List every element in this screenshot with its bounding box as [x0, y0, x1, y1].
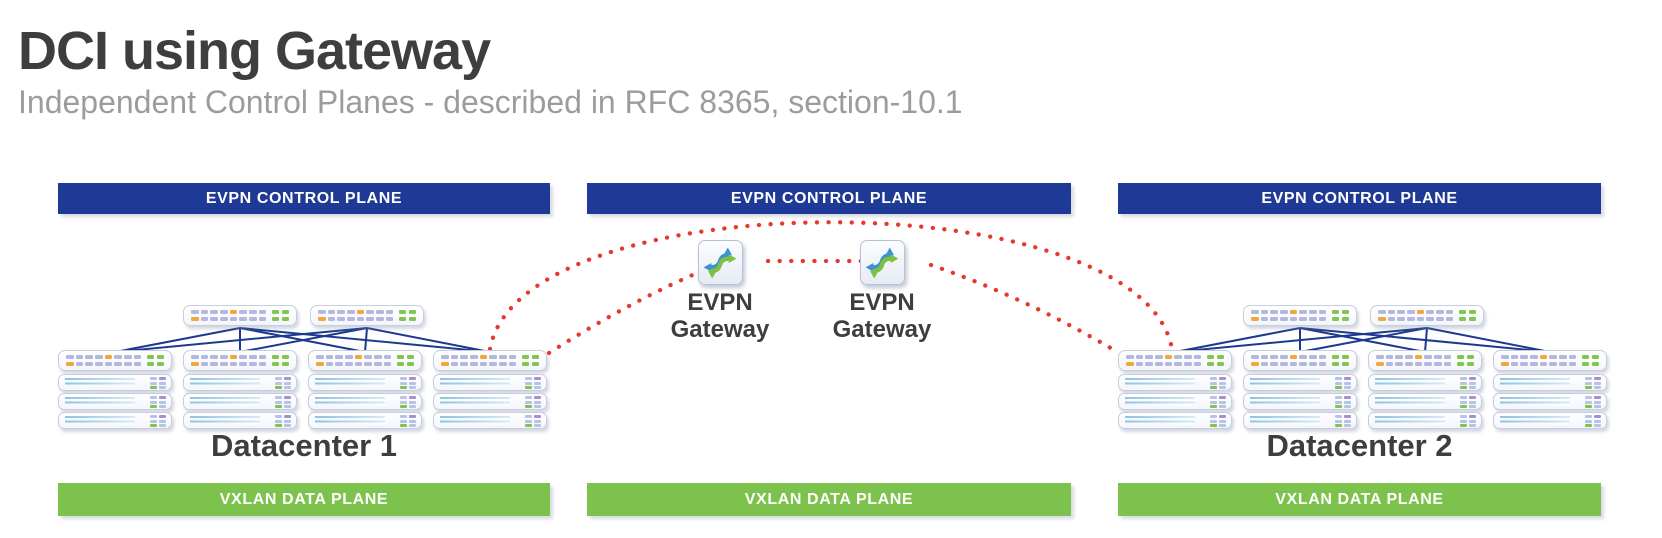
- data-plane-banner: VXLAN DATA PLANE: [1118, 483, 1601, 516]
- section-interconnect: EVPN CONTROL PLANE EVPN: [587, 0, 1071, 538]
- gateway2-to-dc2-link: [928, 262, 1122, 356]
- server-front-panel-icon: [308, 393, 422, 410]
- server-front-panel-icon: [58, 393, 172, 410]
- crossed-routing-arrows-icon: [697, 240, 743, 285]
- server-front-panel-icon: [433, 393, 547, 410]
- control-plane-banner: EVPN CONTROL PLANE: [58, 183, 550, 214]
- server-front-panel-icon: [308, 374, 422, 391]
- evpn-gateway-1: EVPN Gateway: [640, 240, 800, 343]
- dc1-to-dc2-peering-link: [487, 220, 1175, 352]
- server-front-panel-icon: [1493, 412, 1607, 429]
- leaf-switch-icon: [1118, 350, 1232, 371]
- spine-switch-icon: [1370, 305, 1484, 326]
- server-front-panel-icon: [1243, 393, 1357, 410]
- data-plane-banner-label: VXLAN DATA PLANE: [1275, 490, 1444, 508]
- data-plane-banner: VXLAN DATA PLANE: [587, 483, 1071, 516]
- server-front-panel-icon: [1368, 374, 1482, 391]
- section-datacenter-2: EVPN CONTROL PLANE Datacenter 2 VXLAN DA…: [1118, 0, 1607, 538]
- server-front-panel-icon: [183, 374, 297, 391]
- leaf-switch-icon: [1243, 350, 1357, 371]
- datacenter-1-topology: [58, 0, 550, 538]
- control-plane-banner-label: EVPN CONTROL PLANE: [205, 189, 403, 207]
- server-front-panel-icon: [58, 374, 172, 391]
- server-front-panel-icon: [1118, 374, 1232, 391]
- control-plane-banner: EVPN CONTROL PLANE: [587, 183, 1071, 214]
- data-plane-banner-label: VXLAN DATA PLANE: [219, 490, 389, 508]
- spine-leaf-links-dc2: [1174, 327, 1551, 353]
- leaf-switch-icon: [1368, 350, 1482, 371]
- server-front-panel-icon: [1368, 412, 1482, 429]
- dc1-to-gateway1-link: [546, 262, 719, 356]
- data-plane-banner-label: VXLAN DATA PLANE: [744, 490, 914, 508]
- leaf-switch-icon: [1493, 350, 1607, 371]
- spine-switch-icon: [183, 305, 297, 326]
- leaf-switch-icon: [433, 350, 547, 371]
- server-front-panel-icon: [1493, 393, 1607, 410]
- server-front-panel-icon: [1118, 393, 1232, 410]
- data-plane-banner: VXLAN DATA PLANE: [58, 483, 550, 516]
- section-datacenter-1: EVPN CONTROL PLANE Datacenter 1 VXLAN DA…: [58, 0, 550, 538]
- server-front-panel-icon: [1493, 374, 1607, 391]
- server-front-panel-icon: [183, 393, 297, 410]
- leaf-switch-icon: [183, 350, 297, 371]
- gateway-2-label: EVPN Gateway: [832, 289, 932, 343]
- server-front-panel-icon: [58, 412, 172, 429]
- server-front-panel-icon: [308, 412, 422, 429]
- leaf-switch-icon: [58, 350, 172, 371]
- crossed-routing-arrows-icon: [859, 240, 905, 285]
- evpn-gateway-2: EVPN Gateway: [802, 240, 962, 343]
- page-subtitle: Independent Control Planes - described i…: [18, 84, 963, 120]
- server-front-panel-icon: [183, 412, 297, 429]
- datacenter-2-topology: [1118, 0, 1607, 538]
- server-front-panel-icon: [1243, 412, 1357, 429]
- server-front-panel-icon: [1118, 412, 1232, 429]
- datacenter-1-label: Datacenter 1: [210, 428, 398, 463]
- leaf-switch-icon: [308, 350, 422, 371]
- spine-switch-icon: [310, 305, 424, 326]
- gateway-1-label: EVPN Gateway: [670, 289, 770, 343]
- server-front-panel-icon: [1243, 374, 1357, 391]
- control-plane-banner-label: EVPN CONTROL PLANE: [730, 189, 928, 207]
- control-plane-banner-label: EVPN CONTROL PLANE: [1261, 189, 1458, 207]
- spine-switch-icon: [1243, 305, 1357, 326]
- datacenter-2-label: Datacenter 2: [1266, 428, 1453, 463]
- server-front-panel-icon: [433, 412, 547, 429]
- server-front-panel-icon: [1368, 393, 1482, 410]
- server-front-panel-icon: [433, 374, 547, 391]
- page-title: DCI using Gateway: [18, 21, 491, 81]
- spine-leaf-links-dc1: [114, 327, 491, 353]
- control-plane-banner: EVPN CONTROL PLANE: [1118, 183, 1601, 214]
